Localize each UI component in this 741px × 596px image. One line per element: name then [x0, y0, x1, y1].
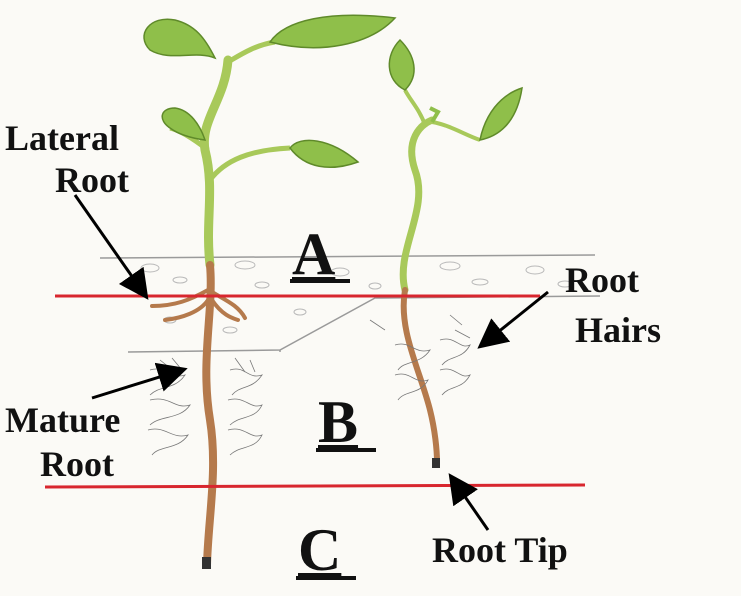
left-plant-leaf [162, 108, 205, 140]
lateral-root-arrow [75, 195, 145, 295]
zone-label-c: C [298, 517, 341, 583]
left-plant-leaf [290, 140, 358, 167]
root-hairs-arrow [482, 292, 548, 345]
label-lateral-root-line1: Lateral [5, 118, 119, 158]
divider-line-lower [45, 485, 585, 487]
left-plant-main-root [206, 265, 213, 565]
left-plant-leaf [270, 15, 395, 47]
right-plant-leaf [389, 40, 414, 90]
zone-label-a: A [292, 221, 335, 287]
right-plant-stem [403, 120, 432, 290]
right-plant-leaf [480, 88, 522, 140]
label-root-hairs-line2: Hairs [575, 310, 661, 350]
right-plant [370, 40, 522, 468]
left-plant-stem [204, 60, 228, 265]
left-plant-leaf [144, 19, 215, 58]
right-plant-root-tip [432, 458, 440, 468]
zone-label-b: B [318, 389, 358, 455]
label-mature-root-line1: Mature [5, 400, 120, 440]
label-mature-root-line2: Root [40, 444, 114, 484]
right-root-hairs [370, 315, 470, 400]
left-plant-root-tip [202, 557, 211, 569]
label-lateral-root-line2: Root [55, 160, 129, 200]
label-root-tip: Root Tip [432, 530, 568, 570]
label-root-hairs-line1: Root [565, 260, 639, 300]
mature-root-arrow [92, 370, 182, 398]
